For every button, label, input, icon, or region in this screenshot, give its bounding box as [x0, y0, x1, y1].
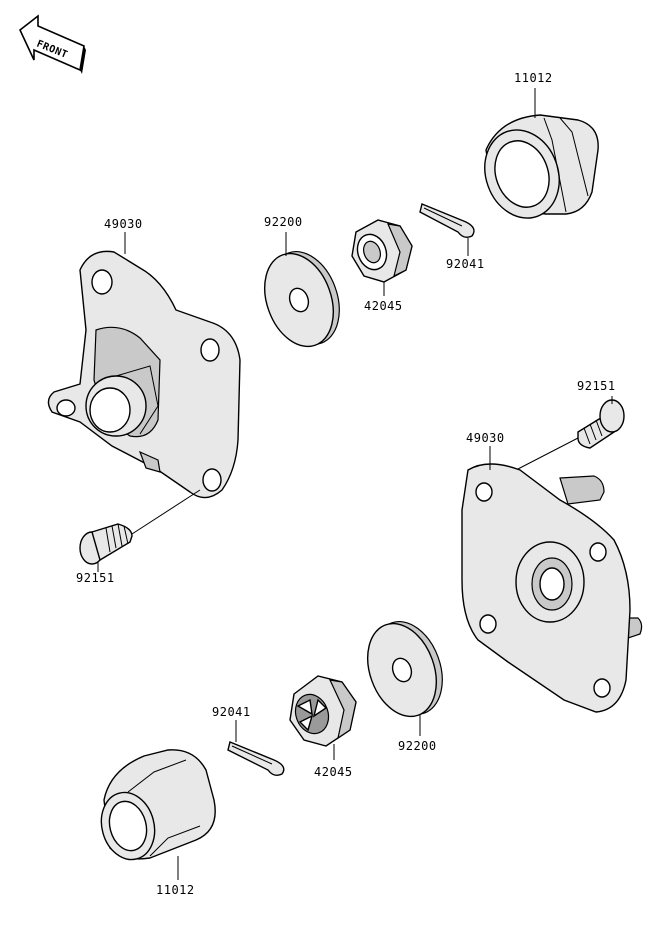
stud-left [79, 523, 133, 565]
callout-stud-left: 92151 [76, 571, 115, 585]
nut-bottom [289, 675, 357, 747]
hub-left [47, 250, 241, 499]
cap-bottom [100, 749, 216, 861]
pin-top [419, 203, 475, 239]
front-arrow-icon: FRONT [19, 14, 86, 74]
hub-right [461, 463, 643, 713]
pin-bottom [227, 741, 285, 777]
callout-pin-bottom: 92041 [212, 705, 251, 719]
callout-pin-top: 92041 [446, 257, 485, 271]
cap-top [484, 114, 599, 219]
callout-hub-left: 49030 [104, 217, 143, 231]
callout-washer-bottom: 92200 [398, 739, 437, 753]
callout-nut-bottom: 42045 [314, 765, 353, 779]
callout-cap-bottom: 11012 [156, 883, 195, 897]
callout-washer-top: 92200 [264, 215, 303, 229]
callout-nut-top: 42045 [364, 299, 403, 313]
callout-cap-top: 11012 [514, 71, 553, 85]
callout-hub-right: 49030 [466, 431, 505, 445]
washer-bottom [367, 620, 443, 718]
washer-top [264, 250, 340, 348]
stud-right [577, 399, 625, 449]
callout-stud-right: 92151 [577, 379, 616, 393]
nut-top [351, 219, 413, 283]
